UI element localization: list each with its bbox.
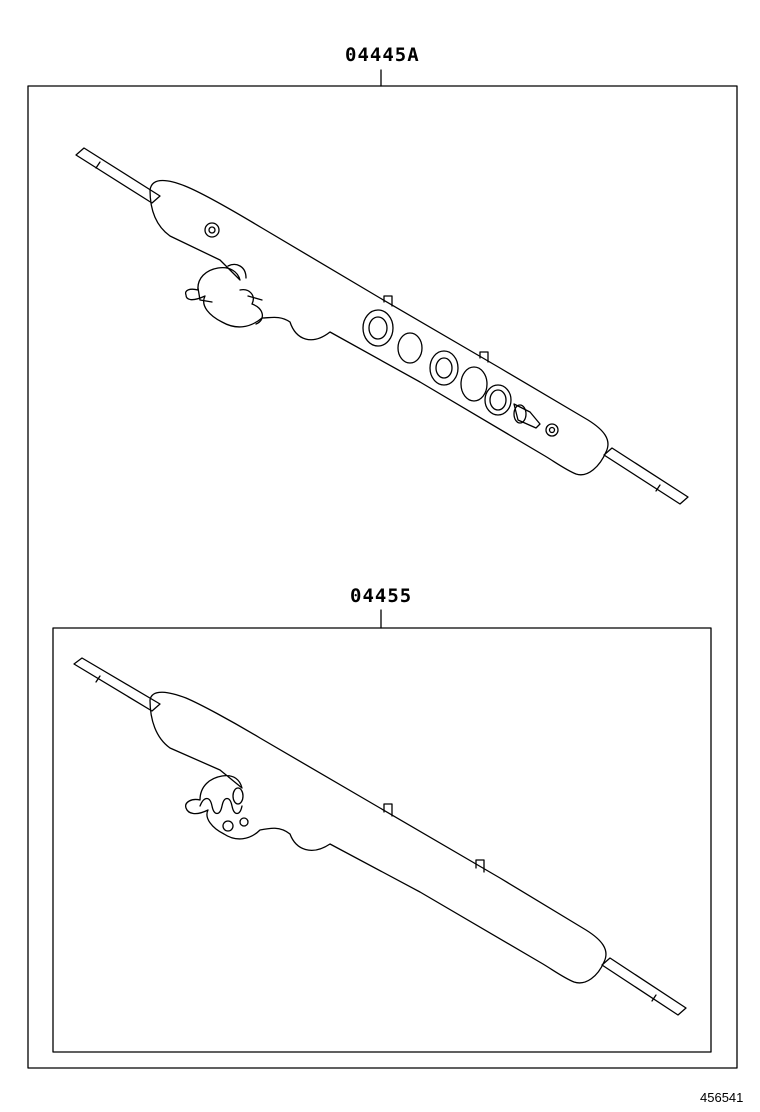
kit-frame-inner: [52, 627, 712, 1053]
rack-shaft-right: [601, 957, 687, 1016]
part-number-04445A: 04445A: [345, 44, 420, 66]
rack-guide-spring: [199, 797, 243, 815]
seal-ring-3: [484, 384, 512, 416]
rack-shaft-left: [75, 147, 161, 204]
rack-shaft-right: [603, 447, 689, 505]
kit-frame-outer: [27, 85, 738, 1069]
seal-ring-2: [429, 350, 459, 386]
o-ring-2: [460, 366, 488, 402]
steering-rack-assembly-lower: [73, 657, 687, 1016]
rack-shaft-left: [73, 657, 161, 712]
bushing: [513, 403, 541, 429]
rack-housing: [149, 179, 609, 476]
o-ring-1: [397, 332, 423, 364]
steering-rack-assembly-upper: [75, 147, 689, 505]
rack-housing: [149, 691, 607, 984]
part-number-04455: 04455: [350, 585, 413, 607]
figure-id: 456541: [700, 1090, 744, 1105]
seal-ring-1: [362, 309, 394, 347]
